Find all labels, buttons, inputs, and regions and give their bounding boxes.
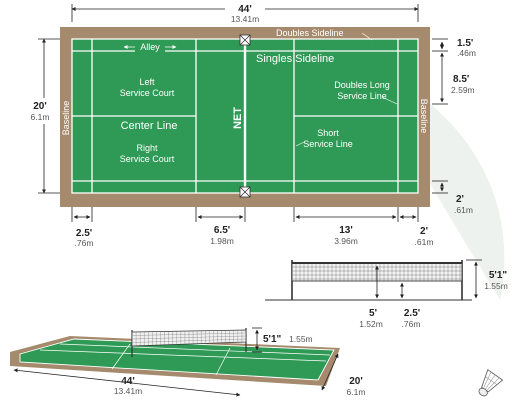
baseline-label-right: Baseline	[419, 99, 429, 134]
net-post-m: .76m	[402, 319, 421, 329]
doubles-long-service-line-label-1: Doubles Long	[334, 80, 390, 90]
short-service-line-label-1: Short	[317, 128, 339, 138]
bottom-dim-2-ft: 6.5'	[214, 225, 230, 236]
perspective-length-ft: 44'	[121, 376, 135, 387]
width-ft: 20'	[33, 101, 47, 112]
right-service-court-label-2: Service Court	[120, 154, 175, 164]
right-dim-2-m: 2.59m	[451, 85, 475, 95]
net-post-bottom-icon	[239, 186, 251, 198]
right-dim-3-ft: 2'	[456, 194, 464, 205]
net-side-view: 5' 1.52m 2.5' .76m 5'1" 1.55m	[265, 259, 508, 329]
perspective-length-m: 13.41m	[114, 386, 142, 396]
top-view: 44' 13.41m 20' 6.1m	[28, 3, 476, 248]
right-dimensions: 1.5' .46m 8.5' 2.59m 2' .61m	[432, 38, 476, 215]
doubles-sideline-label: Doubles Sideline	[276, 28, 344, 38]
bottom-dim-4-ft: 2'	[420, 226, 428, 237]
center-line-label: Center Line	[121, 120, 178, 132]
singles-sideline-label: Singles Sideline	[256, 53, 334, 65]
bottom-dim-1-ft: 2.5'	[76, 228, 92, 239]
short-service-line-label-2: Service Line	[303, 139, 353, 149]
shuttlecock-icon	[478, 369, 504, 397]
perspective-net-height-ft: 5'1"	[263, 334, 282, 345]
width-m: 6.1m	[31, 112, 50, 122]
net-height-m: 1.55m	[484, 281, 508, 291]
net-height-ft: 5'1"	[489, 270, 508, 281]
right-dim-1-m: .46m	[457, 48, 476, 58]
right-dim-1-ft: 1.5'	[457, 38, 473, 49]
left-service-court-label-1: Left	[139, 77, 155, 87]
bottom-dim-2-m: 1.98m	[210, 236, 234, 246]
net-post-top-icon	[239, 34, 251, 46]
right-service-court-label-1: Right	[136, 143, 158, 153]
perspective-view: 5'1" 1.55m 44' 13.41m 20' 6.1m	[10, 327, 366, 397]
right-dim-3-m: .61m	[454, 205, 473, 215]
perspective-width-m: 6.1m	[347, 387, 366, 397]
length-m: 13.41m	[231, 14, 259, 24]
net-center-ft: 5'	[369, 308, 377, 319]
alley-label: Alley	[140, 42, 160, 52]
left-service-court-label-2: Service Court	[120, 88, 175, 98]
net-post-ft: 2.5'	[404, 308, 420, 319]
doubles-long-service-line-label-2: Service Line	[337, 91, 387, 101]
bottom-dim-3-m: 3.96m	[334, 236, 358, 246]
baseline-label-left: Baseline	[61, 101, 71, 136]
bottom-dim-4-m: .61m	[415, 237, 434, 247]
net-label: NET	[232, 107, 244, 129]
perspective-net-height-m: 1.55m	[289, 334, 313, 344]
right-dim-2-ft: 8.5'	[453, 74, 469, 85]
bottom-dimensions: 2.5' .76m 6.5' 1.98m 13' 3.96m 2' .61m	[71, 207, 434, 248]
net-center-m: 1.52m	[359, 319, 383, 329]
length-ft: 44'	[238, 4, 252, 15]
bottom-dim-3-ft: 13'	[339, 225, 353, 236]
bottom-dim-1-m: .76m	[75, 238, 94, 248]
perspective-width-ft: 20'	[349, 376, 363, 387]
